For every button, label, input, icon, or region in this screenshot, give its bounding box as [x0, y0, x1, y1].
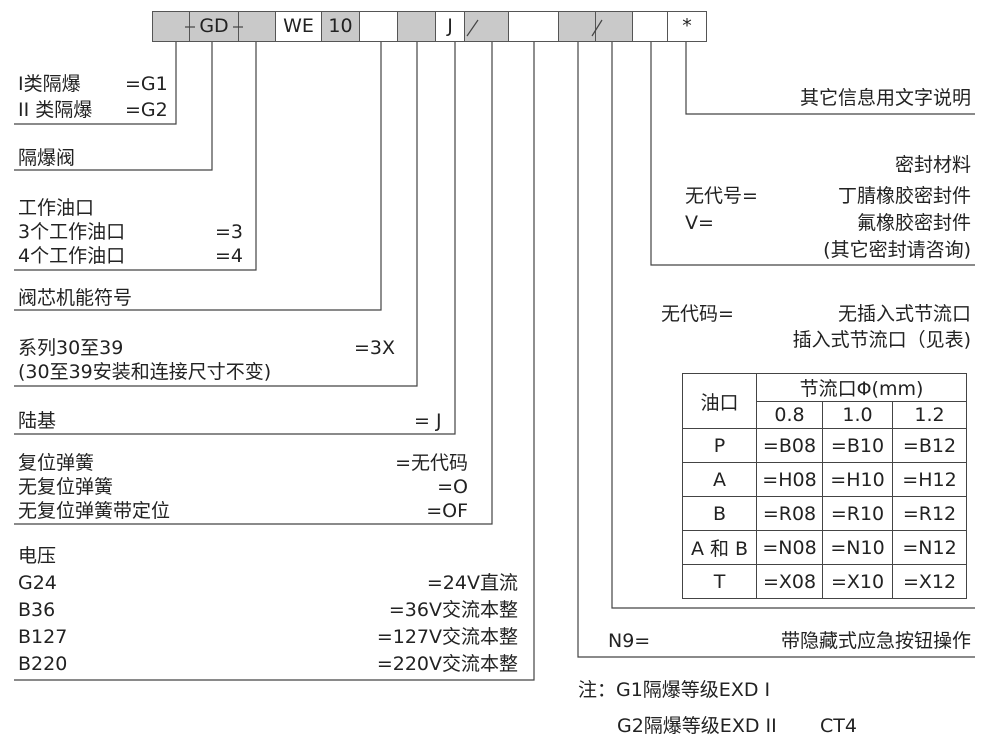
table-cell: =R10 [822, 496, 893, 531]
table-cell: =B08 [756, 428, 823, 463]
label-throttle-1: 无代码= [661, 303, 734, 325]
value-spring-1: =无代码 [395, 452, 468, 474]
note-line-2: G2隔爆等级EXD II [617, 715, 777, 737]
table-cell: =H12 [892, 462, 967, 497]
value-ports-4: =4 [215, 245, 244, 267]
code-box-explosion [152, 11, 190, 42]
table-row: B =R08 =R10 =R12 [682, 496, 967, 531]
table-cell: =B10 [822, 428, 893, 463]
label-base: 陆基 [18, 410, 57, 432]
label-seal-title: 密封材料 [894, 154, 971, 176]
value-ports-3: =3 [215, 221, 244, 243]
table-cell-port: A 和 B [682, 530, 757, 565]
value-spring-3: =OF [426, 500, 468, 522]
value-button: 带隐藏式应急按钮操作 [780, 630, 971, 652]
table-header-size: 1.2 [892, 401, 967, 429]
table-cell: =X08 [756, 564, 823, 599]
code-box-size: 10 [321, 11, 360, 42]
code-star: * [682, 15, 692, 37]
label-voltage-b220: B220 [18, 653, 68, 675]
value-throttle-2: 插入式节流口（见表) [792, 329, 971, 351]
value-seal-1: 丁腈橡胶密封件 [837, 185, 971, 207]
label-voltage-b127: B127 [18, 626, 68, 648]
code-box-spring [464, 11, 509, 42]
label-button: N9= [608, 630, 651, 652]
table-cell: =N08 [756, 530, 823, 565]
table-row: P =B08 =B10 =B12 [682, 428, 967, 463]
label-spool: 阀芯机能符号 [18, 287, 133, 309]
code-box-voltage [508, 11, 559, 42]
table-cell-port: T [682, 564, 757, 599]
value-spring-2: =O [437, 476, 468, 498]
label-ports-title: 工作油口 [18, 197, 95, 219]
table-header-size: 1.0 [822, 401, 893, 429]
value-explosion-2: =G2 [125, 99, 168, 121]
table-cell-port: B [682, 496, 757, 531]
value-seal-2: 氟橡胶密封件 [856, 212, 971, 234]
value-throttle-1: 无插入式节流口 [837, 303, 971, 325]
value-seal-3: (其它密封请咨询) [823, 239, 971, 261]
code-gd: GD [199, 15, 229, 37]
label-voltage-g24: G24 [18, 572, 57, 594]
label-spring-2: 无复位弹簧 [18, 476, 114, 498]
label-spring-1: 复位弹簧 [18, 452, 95, 474]
value-voltage-b36: =36V交流本整 [388, 599, 518, 621]
code-box-other: * [667, 11, 707, 42]
table-cell-port: A [682, 462, 757, 497]
code-we: WE [283, 15, 314, 37]
table-row: A 和 B =N08 =N10 =N12 [682, 530, 967, 565]
note-line-1: 注：G1隔爆等级EXD Ⅰ [578, 679, 771, 701]
code-size: 10 [328, 15, 353, 37]
label-other-info: 其它信息用文字说明 [799, 87, 971, 109]
value-base: = J [414, 410, 442, 432]
table-cell: =N12 [892, 530, 967, 565]
table-cell: =H08 [756, 462, 823, 497]
code-box-series [397, 11, 436, 42]
label-explosion-2: II 类隔爆 [18, 99, 93, 121]
table-cell: =H10 [822, 462, 893, 497]
label-series: 系列30至39 [18, 337, 124, 359]
table-row: A =H08 =H10 =H12 [682, 462, 967, 497]
table-cell-port: P [682, 428, 757, 463]
table-cell: =B12 [892, 428, 967, 463]
label-valve: 隔爆阀 [18, 147, 76, 169]
table-header-port: 油口 [682, 373, 757, 429]
value-explosion-1: =G1 [125, 73, 168, 95]
label-seal-1: 无代号= [685, 185, 758, 207]
code-box-seal [632, 11, 668, 42]
code-box-gd: GD [189, 11, 239, 42]
label-ports-4: 4个工作油口 [18, 245, 126, 267]
table-cell: =R12 [892, 496, 967, 531]
label-explosion-1: I类隔爆 [18, 73, 81, 95]
label-voltage-b36: B36 [18, 599, 56, 621]
code-j: J [447, 15, 453, 37]
table-cell: =X10 [822, 564, 893, 599]
value-voltage-b127: =127V交流本整 [376, 626, 518, 648]
table-cell: =R08 [756, 496, 823, 531]
value-voltage-b220: =220V交流本整 [376, 653, 518, 675]
table-header-group: 节流口Φ(mm) [756, 373, 967, 402]
table-row: T =X08 =X10 =X12 [682, 564, 967, 599]
note-line-2-grade: CT4 [820, 715, 857, 737]
label-spring-3: 无复位弹簧带定位 [18, 500, 171, 522]
value-series: =3X [354, 337, 396, 359]
label-seal-2: V= [685, 212, 714, 234]
throttle-table: 油口 节流口Φ(mm) 0.8 1.0 1.2 P =B08 =B10 =B12… [682, 373, 967, 599]
table-cell: =X12 [892, 564, 967, 599]
table-header-size: 0.8 [756, 401, 823, 429]
value-voltage-g24: =24V直流 [426, 572, 518, 594]
label-series-note: (30至39安装和连接尺寸不变) [18, 361, 272, 383]
table-cell: =N10 [822, 530, 893, 565]
label-ports-3: 3个工作油口 [18, 221, 126, 243]
label-voltage-title: 电压 [18, 545, 57, 567]
